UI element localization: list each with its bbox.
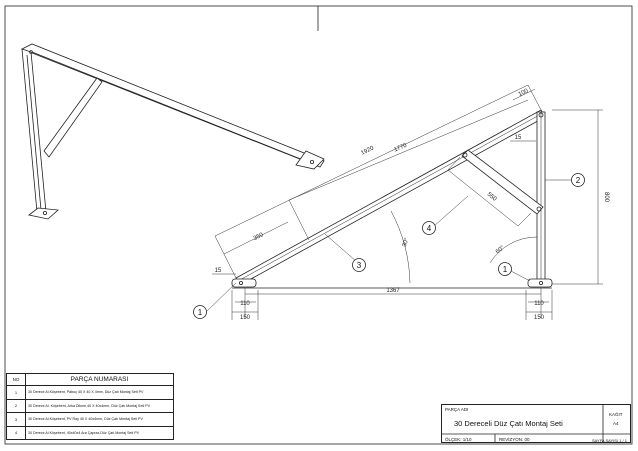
balloons <box>193 173 585 319</box>
parts-table: NO PARÇA NUMARASI 1 30 Derece Al.Köşeben… <box>6 373 174 440</box>
dim-15-left: 15 <box>215 268 222 274</box>
paper-label: KAĞIT <box>609 412 623 417</box>
part-no: 3 <box>6 412 26 427</box>
title-block: PARÇA ADI 30 Dereceli Düz Çatı Montaj Se… <box>441 404 631 443</box>
part-no: 4 <box>6 425 26 440</box>
table-row: 4 30 Derece Al.Köşebent, 40x40x4 Ara Çap… <box>6 425 174 440</box>
balloon-3 <box>352 258 366 272</box>
balloon-2-label: 2 <box>576 176 581 185</box>
revision-label: REVİZYON: 00 <box>499 437 530 442</box>
parts-table-header: NO PARÇA NUMARASI <box>6 373 174 386</box>
part-no: 1 <box>6 385 26 400</box>
dim-350: 350 <box>253 232 265 242</box>
balloon-4 <box>422 221 436 235</box>
balloon-3-label: 3 <box>357 261 362 270</box>
part-name: 30 Dereceli Düz Çatı Montaj Seti <box>454 419 563 428</box>
dim-1367: 1367 <box>386 288 400 294</box>
title-block-grid <box>441 404 631 443</box>
table-row: 1 30 Derece Al.Köşebent, Pabuç 40 X 40 X… <box>6 385 174 400</box>
part-name-label: PARÇA ADI <box>445 407 469 412</box>
parts-header-name: PARÇA NUMARASI <box>25 373 174 386</box>
part-no: 2 <box>6 398 26 413</box>
foot-left-part-1 <box>231 278 257 288</box>
dim-1920: 1920 <box>360 145 375 157</box>
balloon-2 <box>571 173 585 187</box>
sheet-label: SAYFA SAYISI 1 / 1 <box>592 438 627 443</box>
part-desc: 30 Derece Al.Köşebent, 40x40x4 Ara Çapra… <box>25 425 174 440</box>
dimension-lines <box>212 84 603 320</box>
dim-1770: 1770 <box>393 142 408 153</box>
dim-150-left: 150 <box>240 315 251 321</box>
dim-110-right: 110 <box>534 301 544 307</box>
side-view <box>231 109 553 289</box>
part-desc: 30 Derece Al.Köşebent, Pabuç 40 X 40 X 4… <box>25 385 174 400</box>
paper-value: A4 <box>613 421 619 426</box>
table-row: 3 30 Derece Al.Köşebent, PV Ray 40 X 40x… <box>6 412 174 427</box>
sheet-border <box>4 5 633 445</box>
rail-part-3 <box>235 109 546 286</box>
dim-150-right: 150 <box>534 315 545 321</box>
dim-100: 100 <box>518 88 530 98</box>
part-desc: 30 Derece Al. Köşebent, Arka Dikme,40 X … <box>25 398 174 413</box>
scale-label: ÖLÇEK: 1/10 <box>445 437 472 442</box>
balloon-1-right <box>498 262 512 276</box>
dim-110-left: 110 <box>240 301 250 307</box>
table-row: 2 30 Derece Al. Köşebent, Arka Dikme,40 … <box>6 398 174 413</box>
dim-angle-60: 60° <box>495 245 506 256</box>
part-desc: 30 Derece Al.Köşebent, PV Ray 40 X 40x4m… <box>25 412 174 427</box>
balloon-1-left-label: 1 <box>198 308 203 317</box>
dim-550: 550 <box>486 192 498 203</box>
leader-lines <box>206 179 571 312</box>
dim-angle-30: 30° <box>402 237 411 248</box>
dim-15-top: 15 <box>515 135 522 141</box>
parts-header-no: NO <box>6 373 26 386</box>
foot-right-part-1 <box>527 278 553 288</box>
dim-800: 800 <box>603 192 609 203</box>
balloon-1-right-label: 1 <box>503 265 508 274</box>
isometric-view <box>21 43 325 220</box>
balloon-1-left <box>193 305 207 319</box>
balloon-4-label: 4 <box>427 224 432 233</box>
brace-part-4 <box>461 149 544 215</box>
